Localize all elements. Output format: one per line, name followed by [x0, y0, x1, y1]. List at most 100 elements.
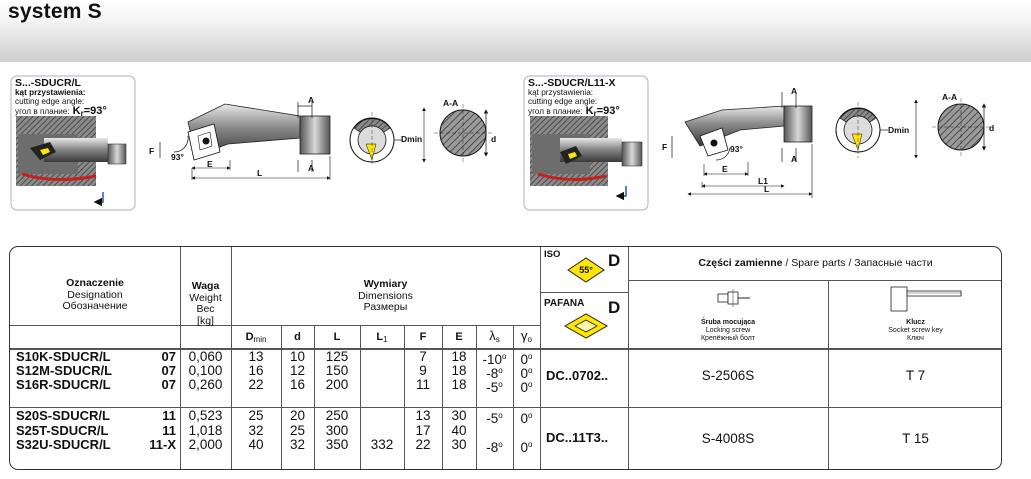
cell-f: 17 — [415, 423, 431, 438]
left-dim-d: d — [491, 134, 497, 144]
cell-d: 10 — [289, 349, 306, 364]
iso-letter: D — [608, 251, 621, 270]
left-kr: K — [72, 105, 81, 118]
degree-mark: o — [498, 411, 503, 420]
cell-weight: 0,060 — [188, 349, 223, 364]
left-section-aa — [422, 104, 492, 163]
right-angle-pl: kąt przystawienia: — [528, 88, 594, 98]
left-angle-ru: угол в плание: — [15, 107, 70, 117]
right-dim-d: d — [989, 123, 995, 133]
cell-f: 13 — [415, 408, 431, 423]
cell-e: 30 — [451, 408, 467, 423]
right-dim-angle: 93° — [730, 144, 743, 154]
cell-dmin: 13 — [248, 349, 264, 364]
row-designation: S25T-SDUCR/L — [16, 423, 109, 438]
cell-f: 11 — [415, 377, 430, 392]
col-l: L — [333, 331, 341, 343]
insert-group-2: DC..11T3.. — [546, 430, 609, 445]
iso-angle: 55° — [579, 265, 593, 275]
screw-icon — [717, 289, 750, 307]
pafana-label: PAFANA — [544, 298, 585, 309]
screw-header: Śruba mocująca Locking screw Крепёжный б… — [700, 319, 756, 343]
cell-d: 32 — [289, 437, 306, 452]
col-e: E — [455, 331, 463, 343]
col-gamma: γo — [521, 328, 532, 344]
cell-weight: 1,018 — [188, 423, 223, 438]
cell-gamma: 0o — [520, 440, 533, 455]
cell-lambda: -5o — [486, 411, 503, 426]
row-size: 07 — [161, 363, 176, 378]
left-section-label: A-A — [443, 98, 459, 108]
cell-gamma: 0o — [520, 352, 533, 367]
spare-parts-header: Części zamienne / Spare parts / Запасные… — [698, 257, 933, 269]
cell-l1: 332 — [370, 437, 394, 452]
left-bore-view — [349, 112, 402, 166]
right-angle-ru: угол в плание: — [528, 107, 583, 117]
right-panel-sketch — [523, 75, 649, 211]
row-size: 11 — [162, 423, 176, 438]
degree-mark: o — [498, 366, 503, 375]
degree-mark: o — [528, 366, 533, 375]
left-dim-l: L — [257, 168, 263, 178]
row-designation: S10K-SDUCR/L — [16, 349, 111, 364]
socket-key-icon — [890, 286, 962, 312]
dimensions-header: Wymiary Dimensions Размеры — [358, 278, 413, 314]
row-designation: S16R-SDUCR/L — [16, 377, 111, 392]
col-d: d — [294, 331, 301, 343]
cell-d: 12 — [289, 363, 306, 378]
cell-l: 300 — [325, 423, 349, 438]
cell-dmin: 25 — [248, 408, 264, 423]
col-lambda: λs — [489, 328, 500, 344]
degree-mark: o — [528, 380, 533, 389]
right-kr: K — [585, 105, 594, 118]
right-tool-name: S...-SDUCR/L11-X — [528, 77, 616, 89]
left-tool-name: S...-SDUCR/L — [15, 77, 81, 89]
cell-f: 9 — [419, 363, 427, 378]
cell-d: 20 — [289, 408, 306, 423]
right-angle-en: cutting edge angle: — [528, 96, 598, 106]
right-section-label: A-A — [942, 92, 958, 102]
right-dim-l1: L1 — [758, 176, 768, 186]
left-angle-pl: kąt przystawienia: — [15, 88, 86, 98]
cell-d: 25 — [289, 423, 306, 438]
right-kr-val: =93° — [596, 105, 620, 118]
cell-lambda: -10o — [482, 352, 507, 367]
header-band — [0, 0, 1031, 62]
left-dim-angle: 93° — [171, 152, 184, 162]
left-dim-f: F — [149, 146, 155, 156]
key-group-2: T 15 — [902, 431, 929, 446]
degree-mark: o — [502, 352, 507, 361]
right-dim-l: L — [764, 184, 770, 194]
left-dim-a-bottom: A — [308, 163, 315, 173]
left-panel-label: S...-SDUCR/L kąt przystawienia: cutting … — [15, 77, 107, 119]
row-designation: S20S-SDUCR/L — [16, 408, 110, 423]
degree-mark: o — [498, 440, 503, 449]
screw-group-2: S-4008S — [701, 431, 755, 446]
cell-dmin: 32 — [248, 423, 264, 438]
key-header: Klucz Socket screw key Ключ — [888, 319, 943, 343]
insert-group-1: DC..0702.. — [546, 368, 609, 383]
left-dim-e: E — [207, 159, 213, 169]
cell-e: 40 — [451, 423, 467, 438]
cell-weight: 2,000 — [188, 437, 223, 452]
row-size: 11 — [162, 408, 176, 423]
cell-e: 18 — [451, 349, 467, 364]
technical-diagrams: S...-SDUCR/L kąt przystawienia: cutting … — [0, 64, 1031, 234]
left-angle-en: cutting edge angle: — [15, 96, 85, 106]
cell-f: 22 — [415, 437, 431, 452]
left-dim-dmin: Dmin — [401, 134, 423, 144]
left-kr-val: =93° — [83, 105, 107, 118]
pafana-insert-icon — [563, 313, 609, 339]
left-kr-sub: r — [80, 109, 84, 119]
cell-e: 18 — [451, 363, 467, 378]
cell-l: 200 — [325, 377, 349, 392]
right-dim-f: F — [662, 142, 668, 152]
right-dim-a-top: A — [791, 86, 798, 96]
cell-weight: 0,523 — [188, 408, 223, 423]
cell-dmin: 16 — [248, 363, 264, 378]
right-kr-sub: r — [593, 109, 597, 119]
cell-l: 150 — [325, 363, 349, 378]
left-panel-sketch — [10, 75, 136, 211]
spec-table: Oznaczenie Designation Обозначение Waga … — [9, 246, 1002, 470]
right-bore-view — [835, 102, 888, 158]
